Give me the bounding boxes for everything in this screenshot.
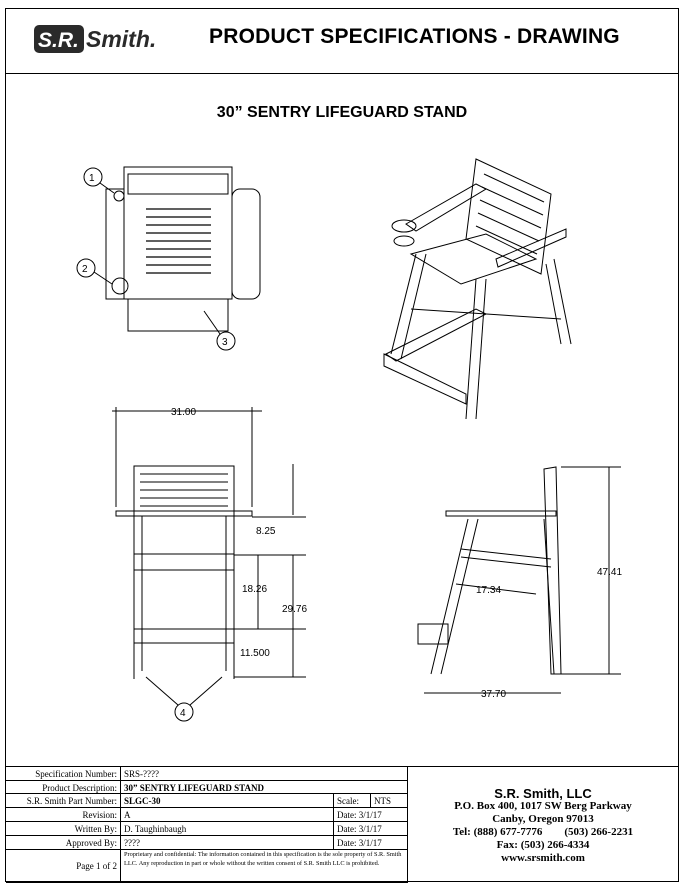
technical-drawing: 1 2 3 — [76, 158, 622, 722]
dim-overall-height: 47.41 — [597, 567, 622, 578]
callout-1: 1 — [89, 173, 95, 184]
company-address-2: Canby, Oregon 97013 — [492, 813, 594, 825]
company-fax: Fax: (503) 266-4334 — [496, 839, 590, 851]
company-website: www.srsmith.com — [501, 852, 585, 864]
value-spec-number: SRS-???? — [121, 767, 408, 781]
dim-step-height: 11.500 — [240, 648, 270, 659]
label-approved-by: Approved By: — [6, 836, 121, 850]
dim-seat-to-arm: 8.25 — [256, 526, 276, 537]
callout-2: 2 — [82, 264, 88, 275]
dim-step-to-seat: 18.26 — [242, 584, 267, 595]
label-scale: Scale: — [334, 794, 371, 808]
label-written-by: Written By: — [6, 822, 121, 836]
company-info: S.R. Smith, LLC P.O. Box 400, 1017 SW Be… — [408, 767, 678, 883]
value-part-number: SLGC-30 — [121, 794, 334, 808]
company-name: S.R. Smith, LLC — [494, 786, 592, 801]
value-written-by: D. Taughinbaugh — [121, 822, 334, 836]
callout-4: 4 — [180, 708, 186, 719]
label-description: Product Description: — [6, 781, 121, 794]
drawing-frame: S.R. Smith. PRODUCT SPECIFICATIONS - DRA… — [5, 8, 679, 883]
side-view — [417, 466, 621, 694]
dim-side-angle: 17.34 — [476, 585, 501, 596]
label-part-number: S.R. Smith Part Number: — [6, 794, 121, 808]
title-block: Specification Number: SRS-???? Product D… — [6, 766, 678, 883]
svg-text:S.R.: S.R. — [38, 29, 79, 52]
revision-date: Date: 3/1/17 — [334, 808, 408, 822]
value-approved-by: ???? — [121, 836, 334, 850]
page-number: Page 1 of 2 — [6, 850, 121, 883]
callout-3: 3 — [222, 337, 228, 348]
value-description: 30” SENTRY LIFEGUARD STAND — [121, 781, 408, 794]
approved-date: Date: 3/1/17 — [334, 836, 408, 850]
company-phone: Tel: (888) 677-7776 (503) 266-2231 — [452, 826, 634, 838]
header-title: PRODUCT SPECIFICATIONS - DRAWING — [209, 25, 620, 48]
confidentiality-notice: Proprietary and confidential: The inform… — [121, 850, 408, 883]
isometric-view — [383, 158, 572, 420]
header: S.R. Smith. PRODUCT SPECIFICATIONS - DRA… — [6, 9, 678, 74]
dim-width: 31.00 — [171, 407, 196, 418]
written-date: Date: 3/1/17 — [334, 822, 408, 836]
label-revision: Revision: — [6, 808, 121, 822]
front-view — [112, 407, 306, 722]
value-revision: A — [121, 808, 334, 822]
label-spec-number: Specification Number: — [6, 767, 121, 781]
document-title: 30” SENTRY LIFEGUARD STAND — [216, 104, 468, 121]
svg-text:Smith.: Smith. — [86, 26, 156, 52]
company-address-1: P.O. Box 400, 1017 SW Berg Parkway — [454, 800, 632, 812]
top-view — [76, 166, 261, 351]
value-scale: NTS — [371, 794, 408, 808]
srsmith-logo: S.R. Smith. — [34, 25, 156, 53]
dim-depth: 37.70 — [481, 689, 506, 700]
dim-seat-height: 29.76 — [282, 604, 307, 615]
